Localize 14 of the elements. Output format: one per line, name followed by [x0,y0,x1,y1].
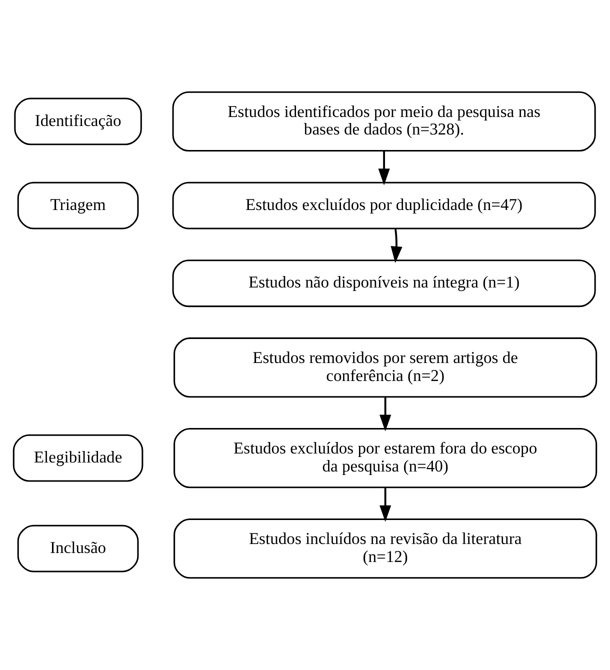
node-box: Estudos não disponíveis na íntegra (n=1) [172,260,596,308]
arrow [380,488,392,522]
node-box: Estudos incluídos na revisão da literatura (n=12) [174,518,598,579]
arrow [378,150,390,186]
node-box: Triagem [17,182,139,230]
node-box: Identificação [14,98,142,146]
arrow [390,228,402,263]
node-box: Elegibilidade [12,434,144,482]
node-box: Estudos removidos por serem artigos de conferência (n=2) [174,337,598,398]
node-box: Estudos excluídos por duplicidade (n=47) [172,182,596,230]
node-box: Estudos identificados por meio da pesquisa nas bases de dados (n=328). [172,91,596,152]
node-box: Inclusão [17,524,139,572]
arrow [380,397,392,432]
node-box: Estudos excluídos por estarem fora do escopo da pesquisa (n=40) [174,428,598,488]
